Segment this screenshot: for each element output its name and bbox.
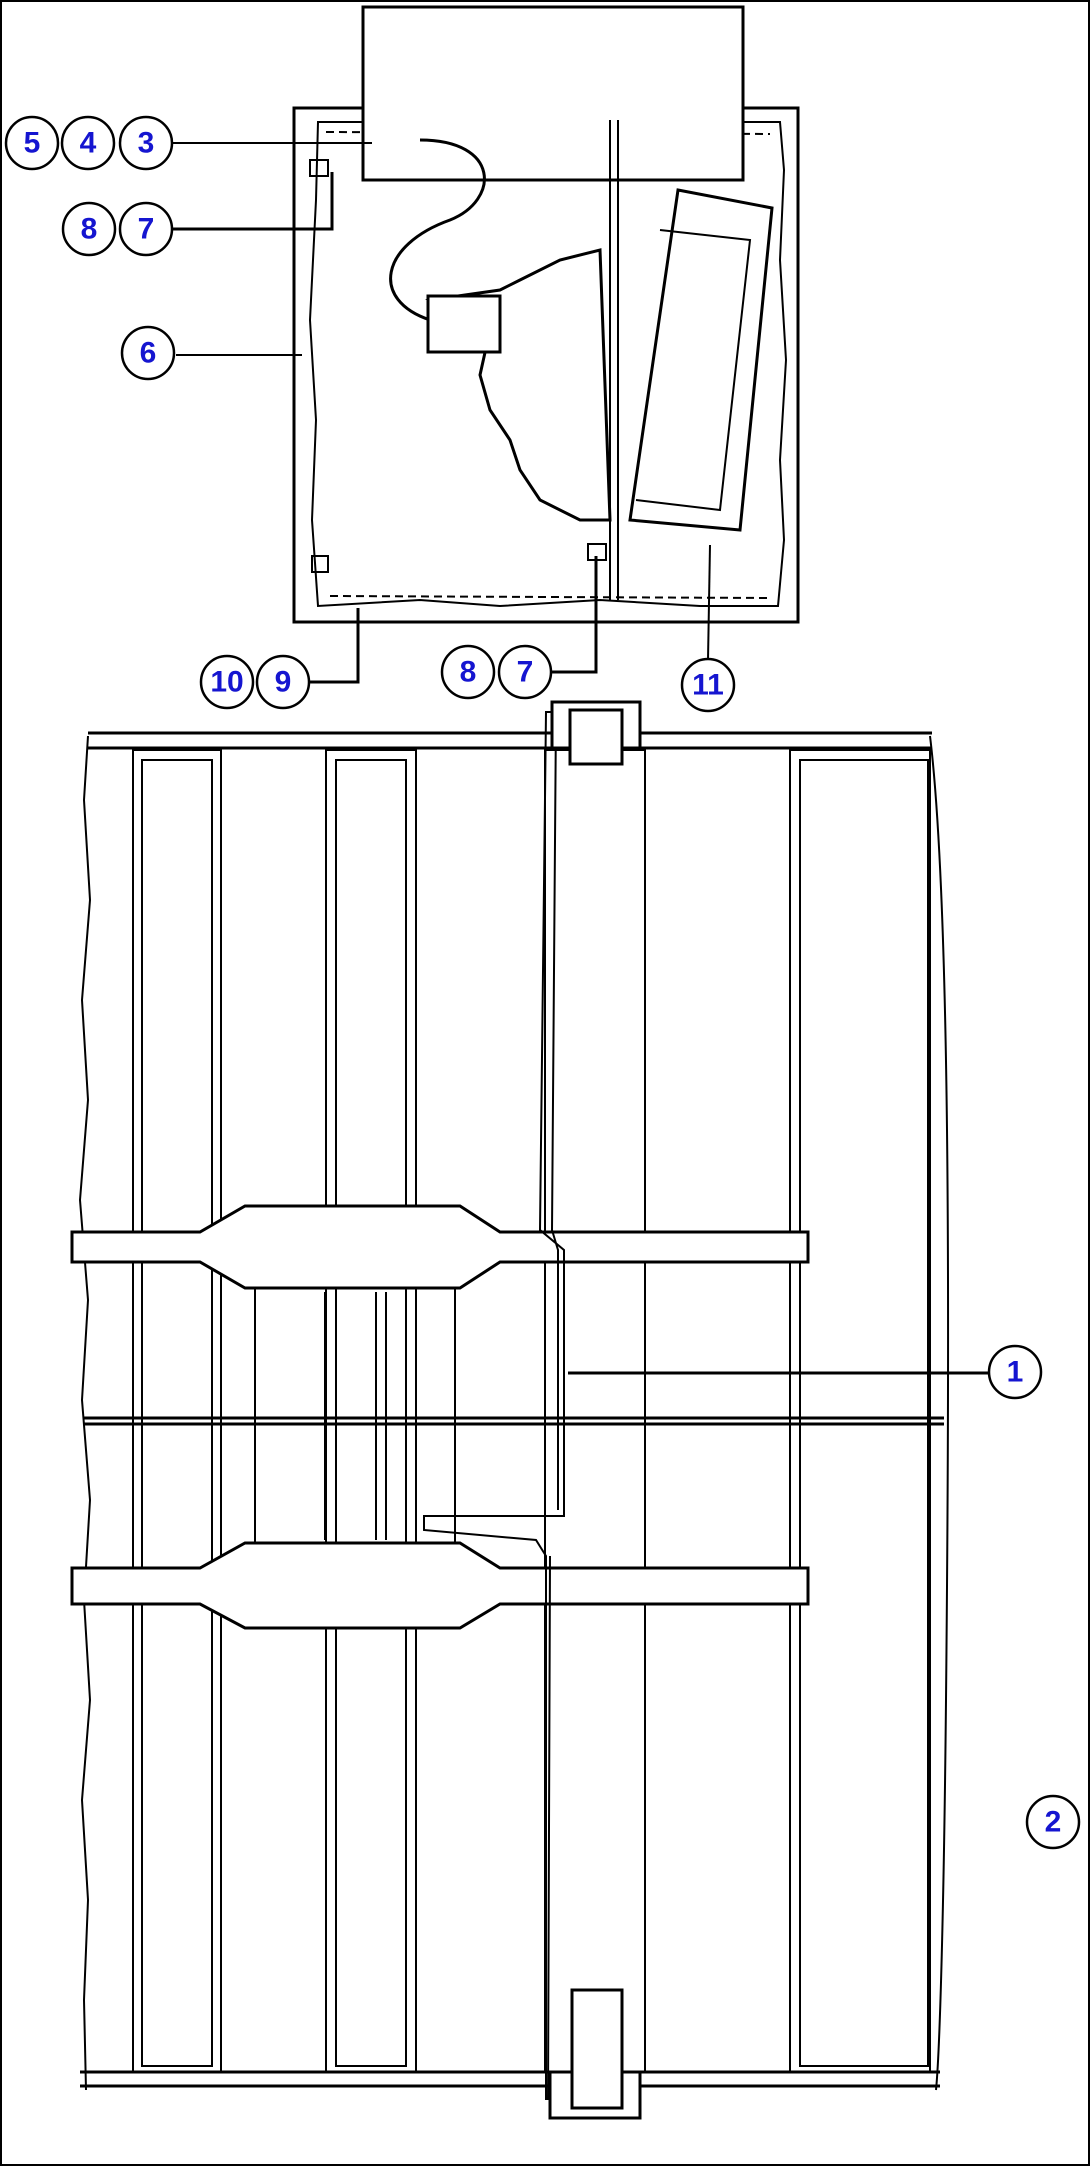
rail-4	[789, 749, 931, 2073]
break-line-left	[78, 735, 92, 2091]
callout-10[interactable]: 10	[199, 654, 255, 710]
lamp-lens	[628, 188, 774, 532]
callout-label: 6	[140, 337, 157, 370]
callout-11[interactable]: 11	[680, 657, 736, 713]
callout-1[interactable]: 1	[987, 1344, 1043, 1400]
centerline	[84, 1416, 944, 1426]
callout-label: 8	[460, 656, 477, 689]
callout-7b[interactable]: 7	[497, 644, 553, 700]
detail-view	[172, 5, 800, 684]
callout-9[interactable]: 9	[255, 654, 311, 710]
callout-8a[interactable]: 8	[61, 201, 117, 257]
callout-label: 10	[210, 666, 243, 699]
callout-5[interactable]: 5	[4, 115, 60, 171]
rail-1	[132, 749, 222, 2073]
wire-harness	[423, 711, 572, 2100]
callout-label: 5	[24, 127, 41, 160]
cross-member-lower	[70, 1541, 810, 1630]
callout-label: 1	[1007, 1356, 1024, 1389]
leader-7a	[172, 172, 334, 231]
bolt-upper-left	[309, 159, 329, 177]
callout-label: 3	[138, 127, 155, 160]
callout-8b[interactable]: 8	[440, 644, 496, 700]
callout-label: 9	[275, 666, 292, 699]
cable	[389, 138, 486, 322]
support-rod	[609, 120, 619, 600]
callout-3[interactable]: 3	[118, 115, 174, 171]
top-housing	[361, 5, 745, 182]
rail-2	[325, 749, 417, 2073]
mounting-plate	[308, 121, 788, 608]
leader-9	[310, 608, 360, 684]
callout-7a[interactable]: 7	[118, 201, 174, 257]
callout-label: 7	[517, 656, 534, 689]
callout-label: 2	[1045, 1806, 1062, 1839]
cross-member-upper	[70, 1204, 810, 1290]
center-block	[254, 1287, 456, 1544]
callout-label: 8	[81, 213, 98, 246]
rail-3	[544, 749, 646, 2073]
leader-7b	[552, 556, 598, 674]
callout-label: 4	[80, 127, 97, 160]
callout-6[interactable]: 6	[120, 325, 176, 381]
callout-label: 7	[138, 213, 155, 246]
top-rail	[88, 731, 932, 750]
lamp-body	[425, 248, 612, 522]
bottom-rail	[80, 2070, 940, 2088]
lamp-connector	[426, 294, 502, 354]
frame-edge-right	[929, 735, 950, 2091]
callout-label: 11	[692, 669, 724, 702]
frame-view	[70, 700, 1000, 2120]
bolt-lower-left	[311, 555, 329, 573]
callout-2[interactable]: 2	[1025, 1794, 1081, 1850]
leader-11	[707, 544, 711, 661]
callout-4[interactable]: 4	[60, 115, 116, 171]
